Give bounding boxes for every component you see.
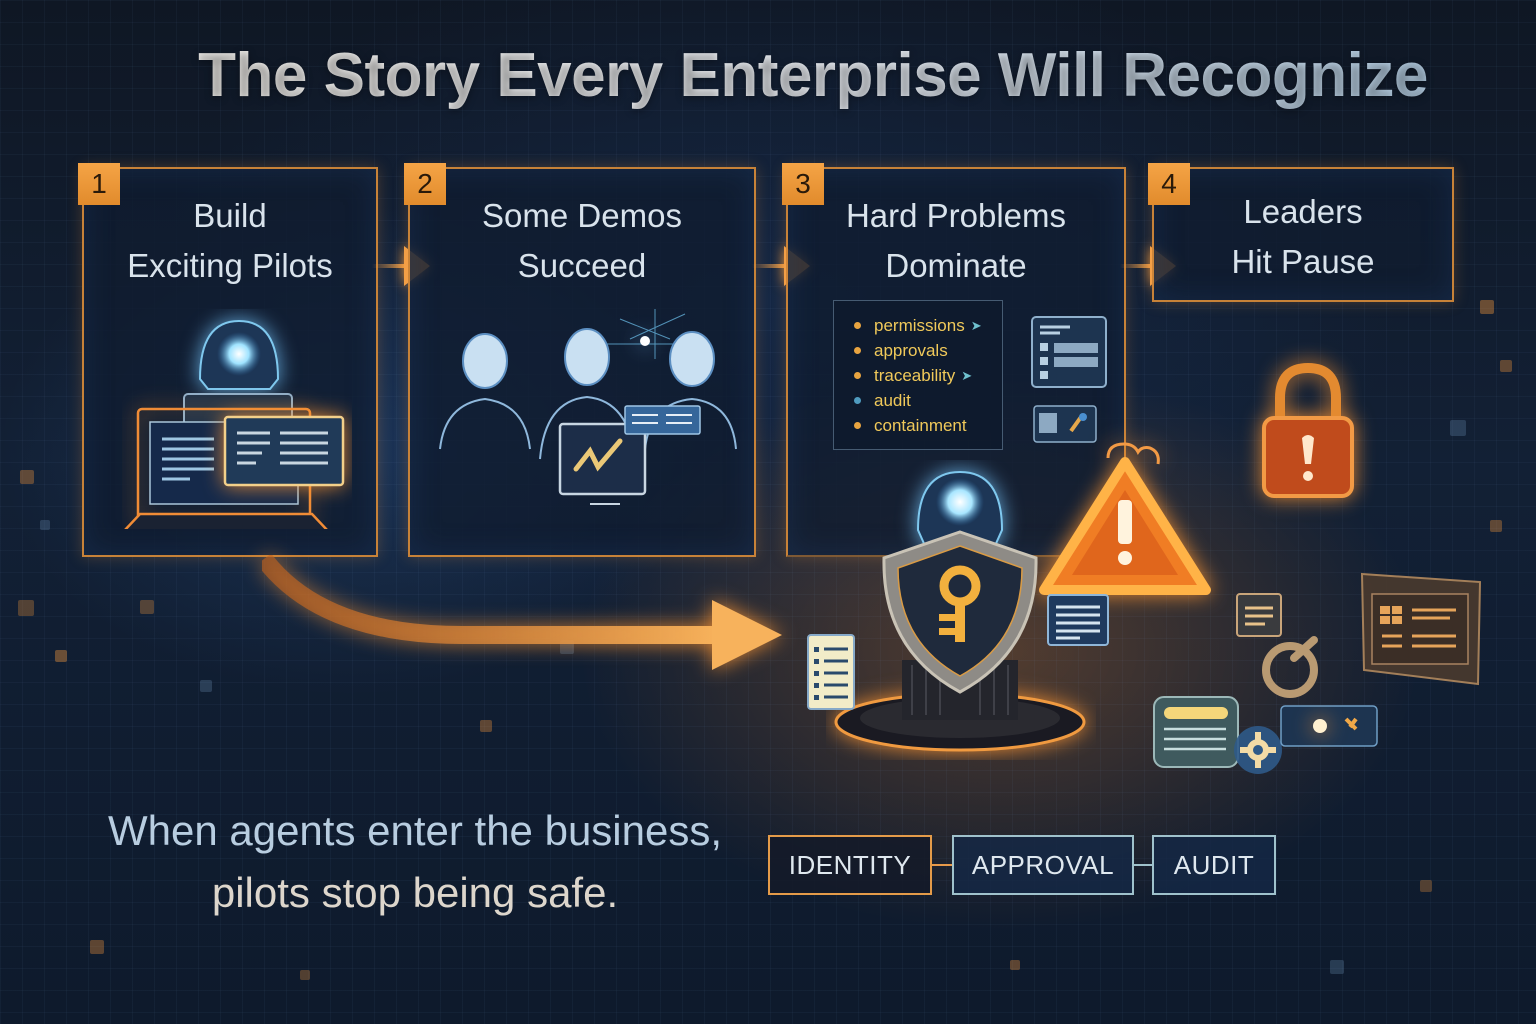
team-with-chart-icon — [439, 309, 737, 505]
data-card-icon — [1153, 696, 1239, 768]
form-panel-icon — [1031, 316, 1107, 388]
bullet-icon — [854, 422, 861, 429]
step-number: 4 — [1148, 163, 1190, 205]
step-1-box: 1 Build Exciting Pilots — [78, 163, 378, 557]
issue-item: approvals — [854, 338, 1002, 363]
flow-arrow-tail — [1120, 264, 1154, 268]
step-4-box: 4 Leaders Hit Pause — [1148, 163, 1454, 302]
bullet-icon — [854, 372, 861, 379]
issues-list: permissions ➤ approvals traceability ➤ a… — [833, 300, 1003, 450]
document-card-icon — [1047, 594, 1109, 646]
ai-agent-at-laptop-icon — [124, 319, 345, 529]
badge-approval: APPROVAL — [952, 835, 1134, 895]
step-title: Some Demos Succeed — [482, 197, 682, 284]
tagline: When agents enter the business, pilots s… — [107, 807, 723, 916]
chevron-right-icon: ➤ — [961, 367, 973, 383]
badge-identity: IDENTITY — [768, 835, 932, 895]
step-title: Hard Problems Dominate — [845, 197, 1067, 284]
warning-triangle-icon — [1039, 442, 1211, 595]
step-2-box: 2 Some Demos Succeed — [404, 163, 756, 557]
bullet-icon — [854, 322, 861, 329]
chevron-right-icon: ➤ — [970, 317, 982, 333]
issue-item: traceability ➤ — [854, 363, 1002, 388]
badge-audit: AUDIT — [1152, 835, 1276, 895]
badge-connector — [1134, 864, 1152, 866]
dashboard-panel-icon — [1360, 572, 1482, 686]
bullet-icon — [854, 347, 861, 354]
badge-connector — [932, 864, 952, 866]
bullet-icon — [854, 397, 861, 404]
gear-icon — [1234, 726, 1282, 774]
issue-item: containment — [854, 413, 1002, 438]
curved-flow-arrow-icon — [262, 555, 782, 670]
page-title: The Story Every Enterprise Will Recogniz… — [0, 40, 1536, 111]
flow-arrow-tail — [372, 264, 408, 268]
document-card-icon — [1236, 593, 1282, 637]
checklist-icon — [807, 634, 855, 710]
step-number: 3 — [782, 163, 824, 205]
shield-key-agent-icon — [834, 470, 1086, 752]
settings-panel-icon — [1033, 405, 1097, 443]
step-title: Build Exciting Pilots — [127, 197, 333, 284]
step-title: Leaders Hit Pause — [1231, 193, 1375, 280]
issue-item: audit — [854, 388, 1002, 413]
padlock-alert-icon — [1262, 362, 1354, 498]
toggle-dial-icon — [1262, 636, 1318, 698]
step-number: 1 — [78, 163, 120, 205]
step-number: 2 — [404, 163, 446, 205]
issue-item: permissions ➤ — [854, 313, 1002, 338]
control-bar-icon — [1280, 705, 1378, 747]
flow-arrow-tail — [752, 264, 788, 268]
